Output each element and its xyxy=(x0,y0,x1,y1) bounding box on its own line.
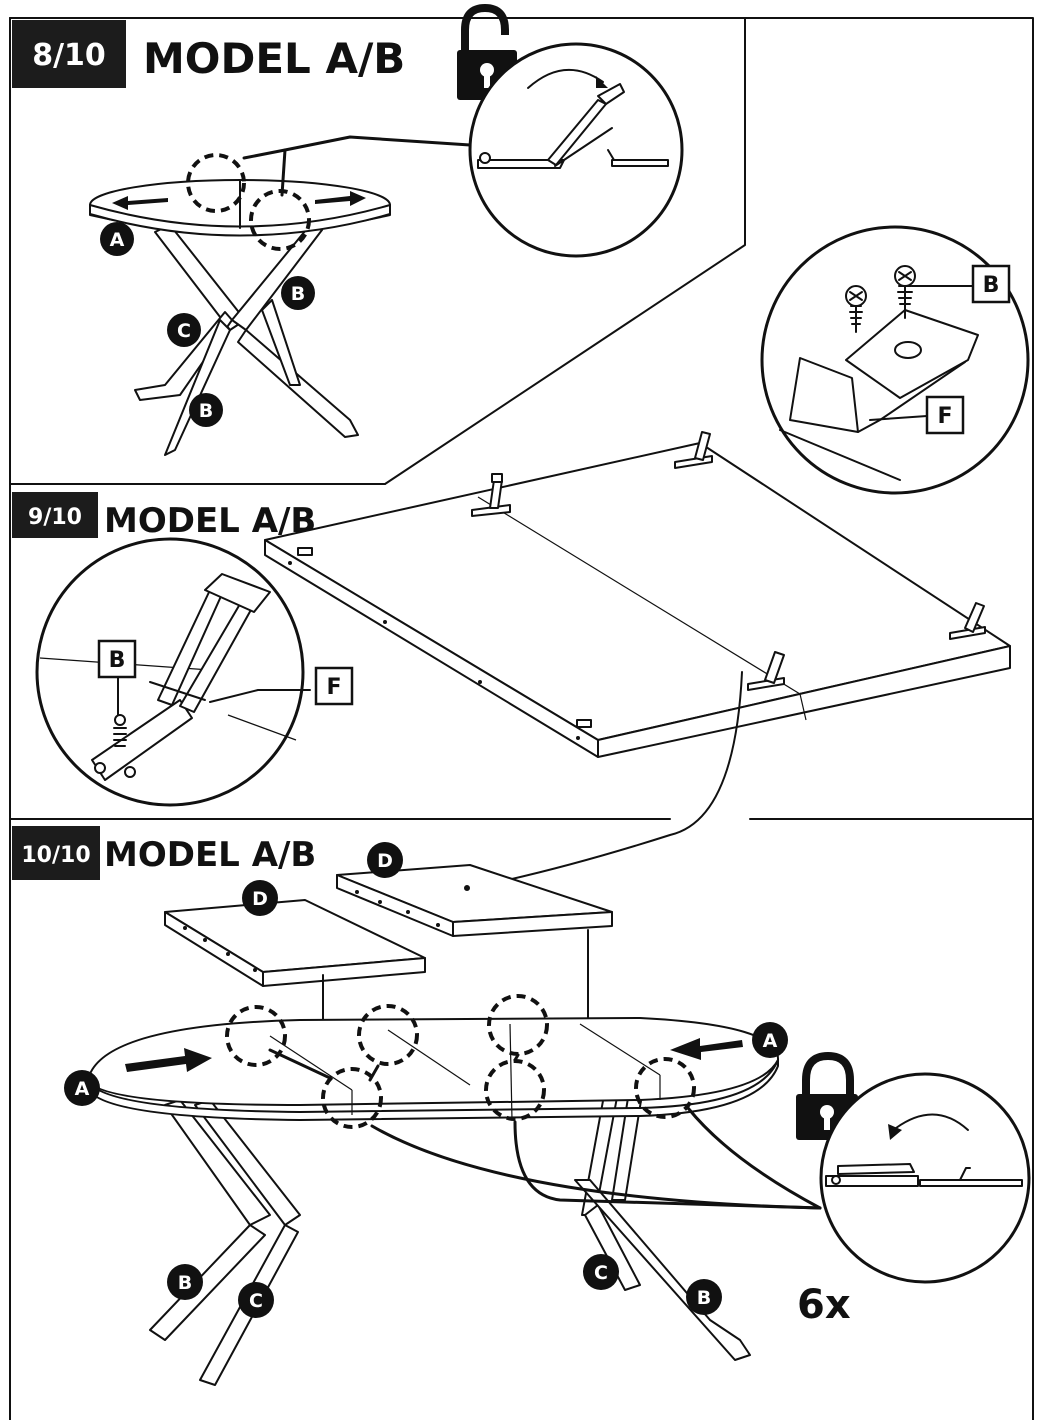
step-title: MODEL A/B xyxy=(104,835,316,875)
step-number: 8/10 xyxy=(32,38,106,73)
step-10: 10/10 MODEL A/B D xyxy=(12,826,1031,1386)
step-number-badge xyxy=(12,20,126,88)
pull-apart-arrow-right-icon xyxy=(315,191,366,206)
svg-text:A: A xyxy=(110,229,125,251)
step-number: 9/10 xyxy=(28,505,82,530)
screw-icon xyxy=(894,265,916,319)
svg-text:B: B xyxy=(199,400,213,422)
step-number: 10/10 xyxy=(21,843,90,868)
step-number-badge xyxy=(12,492,98,538)
svg-text:C: C xyxy=(594,1262,608,1284)
svg-text:B: B xyxy=(109,648,126,673)
hinge-latch-icon xyxy=(674,431,713,469)
label-C-badge: C xyxy=(167,313,201,347)
svg-text:D: D xyxy=(377,850,393,872)
svg-text:B: B xyxy=(291,283,305,305)
step-8: 8/10 MODEL A/B A xyxy=(12,3,684,456)
step-9: 9/10 MODEL A/B xyxy=(12,225,1030,889)
step-title: MODEL A/B xyxy=(104,501,316,541)
label-C-badge: C xyxy=(238,1282,274,1318)
round-table-illustration xyxy=(89,135,472,456)
label-A-badge: A xyxy=(64,1070,100,1106)
hinge-lock-detail xyxy=(819,1072,1031,1284)
svg-text:F: F xyxy=(326,675,341,700)
tabletop-underside-illustration xyxy=(264,431,1011,889)
step-number-badge xyxy=(12,826,100,880)
screw-icon xyxy=(113,714,127,747)
label-B-box: B xyxy=(971,264,1011,304)
extended-oval-table-illustration xyxy=(87,994,822,1386)
hinge-screw-detail xyxy=(35,537,311,807)
svg-text:A: A xyxy=(763,1030,778,1052)
label-F-box: F xyxy=(925,395,965,435)
svg-text:B: B xyxy=(983,273,1000,298)
hinge-latch-icon xyxy=(949,602,986,640)
curved-arrow-icon xyxy=(527,69,604,89)
svg-text:D: D xyxy=(252,888,268,910)
svg-text:B: B xyxy=(697,1287,711,1309)
label-B-badge: B xyxy=(281,276,315,310)
label-A-badge: A xyxy=(100,222,134,256)
hinge-unlock-detail xyxy=(468,42,684,258)
extension-board-D-right xyxy=(336,864,613,1042)
screw-icon xyxy=(845,285,867,333)
label-F-box: F xyxy=(314,666,354,706)
label-B-box: B xyxy=(97,639,137,679)
svg-text:F: F xyxy=(937,404,952,429)
svg-text:B: B xyxy=(178,1272,192,1294)
label-A-badge: A xyxy=(752,1022,788,1058)
push-arrow-right-icon xyxy=(125,1048,212,1072)
push-arrow-left-icon xyxy=(670,1038,743,1060)
svg-text:C: C xyxy=(249,1290,263,1312)
pull-apart-arrow-left-icon xyxy=(112,196,168,210)
hinge-latch-icon xyxy=(471,473,511,517)
svg-text:C: C xyxy=(177,320,191,342)
label-B-badge: B xyxy=(167,1264,203,1300)
label-C-badge: C xyxy=(583,1254,619,1290)
step-title: MODEL A/B xyxy=(143,34,405,83)
svg-text:A: A xyxy=(75,1078,90,1100)
hinge-latch-icon xyxy=(747,651,785,691)
label-D-badge: D xyxy=(367,842,403,878)
quantity-label: 6x xyxy=(797,1282,851,1328)
extension-board-D-left xyxy=(164,899,426,1054)
label-D-badge: D xyxy=(242,880,278,916)
label-B-badge: B xyxy=(189,393,223,427)
curved-arrow-icon xyxy=(895,1113,969,1131)
label-B-badge: B xyxy=(686,1279,722,1315)
